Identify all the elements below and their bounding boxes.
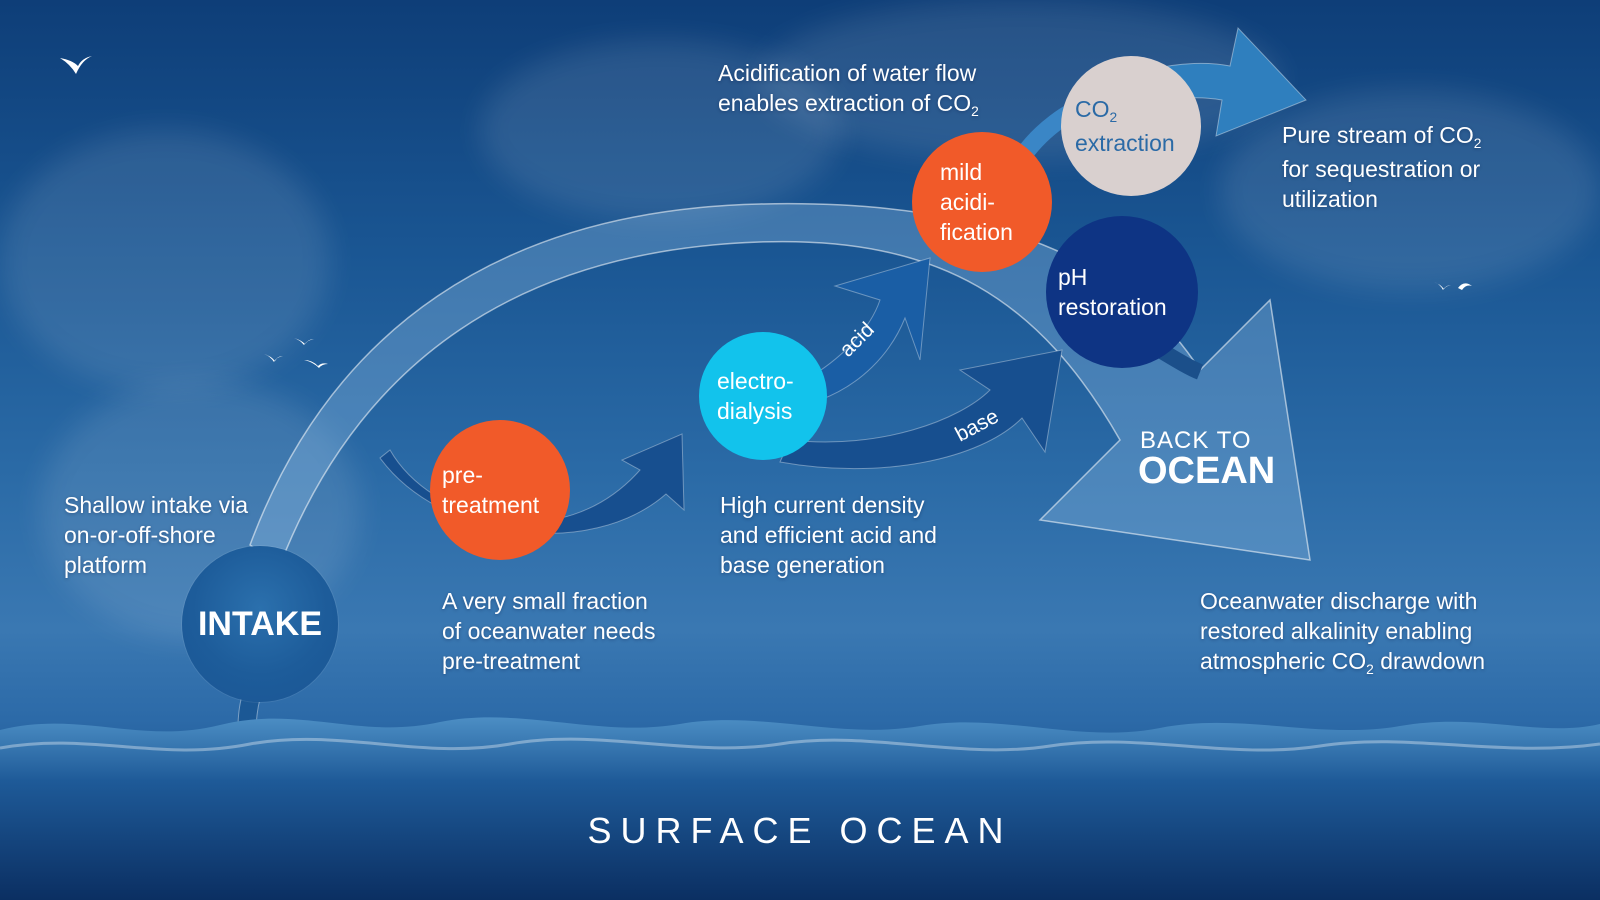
pretreatment-line-1: pre- [442,462,483,488]
acidification-subscript: 2 [971,103,979,119]
pretreatment-description-line-3: pre-treatment [442,648,581,674]
bird-icon [294,338,314,345]
pure-stream-line-2: for sequestration or [1282,156,1481,182]
pretreatment-description: A very small fraction of oceanwater need… [442,586,656,676]
intake-node-label: INTAKE [197,605,323,643]
pure-stream-description: Pure stream of CO2 for sequestration or … [1282,120,1481,214]
bird-icon [264,354,283,362]
mild-acidification-node: mild acidi- fication [912,132,1052,272]
back-to-ocean-label: OCEAN [1138,450,1276,492]
wave-highlight [0,737,1600,752]
intake-node: INTAKE [182,546,338,702]
electrodialysis-description-line-2: and efficient acid and [720,522,937,548]
discharge-line-3-suffix: drawdown [1373,648,1486,674]
ph-restoration-node: pH restoration [1046,216,1198,368]
discharge-subscript: 2 [1366,661,1374,677]
cloud [0,130,330,390]
bird-icon [1458,283,1472,290]
pretreatment-description-line-1: A very small fraction [442,588,648,614]
bird-icon [1434,282,1451,290]
pure-stream-line-3: utilization [1282,186,1378,212]
discharge-line-2: restored alkalinity enabling [1200,618,1473,644]
acidification-line-1: mild [940,159,983,185]
electrodialysis-description-line-3: base generation [720,552,885,578]
intake-description: Shallow intake via on-or-off-shore platf… [64,490,248,580]
co2-text: CO [1075,96,1110,122]
ph-restoration-line-1: pH [1058,264,1088,290]
cloud [1220,90,1600,290]
surface-ocean-label: SURFACE OCEAN [587,810,1013,851]
ocean-surface [0,717,1600,900]
bird-icon [60,56,92,74]
acid-arrow [804,257,931,401]
co2-extraction-node: CO2 extraction [1061,56,1201,196]
pure-stream-subscript: 2 [1473,135,1482,151]
cloud [480,40,840,220]
electrodialysis-line-1: electro- [717,368,794,394]
acidification-line-3: fication [940,219,1013,245]
pretreatment-line-2: treatment [442,492,540,518]
pretreatment-description-line-2: of oceanwater needs [442,618,656,644]
electrodialysis-node: electro- dialysis [699,332,827,460]
electrodialysis-description: High current density and efficient acid … [720,490,937,580]
back-to-label: BACK TO [1140,427,1252,454]
acidification-line-2: acidi- [940,189,995,215]
main-flow-arc [249,202,1311,567]
discharge-line-3-text: atmospheric CO [1200,648,1367,674]
electrodialysis-line-2: dialysis [717,398,793,424]
pure-stream-text: Pure stream of CO [1282,122,1474,148]
bird-icon [304,360,328,368]
intake-description-line-2: on-or-off-shore [64,522,216,548]
pretreatment-node: pre- treatment [430,420,570,560]
ph-restoration-line-2: restoration [1058,294,1167,320]
discharge-description: Oceanwater discharge with restored alkal… [1200,586,1485,680]
acidification-line-2-text: enables extraction of CO [718,90,972,116]
co2-extraction-line-2: extraction [1075,130,1175,156]
co2-subscript: 2 [1109,109,1118,125]
acidification-description-line-1: Acidification of water flow [718,60,977,86]
intake-description-line-1: Shallow intake via [64,492,249,518]
wave-shape [0,717,1600,900]
base-arrow [779,349,1063,470]
intake-description-line-3: platform [64,552,148,578]
acidification-description-line-2: enables extraction of CO2 [718,88,979,122]
discharge-line-3: atmospheric CO2 drawdown [1200,646,1485,680]
co2-extraction-line-1: CO2 [1075,94,1201,128]
pure-stream-line-1: Pure stream of CO2 [1282,120,1481,154]
acidification-description: Acidification of water flow enables extr… [718,58,979,122]
discharge-line-1: Oceanwater discharge with [1200,588,1478,614]
electrodialysis-description-line-1: High current density [720,492,925,518]
